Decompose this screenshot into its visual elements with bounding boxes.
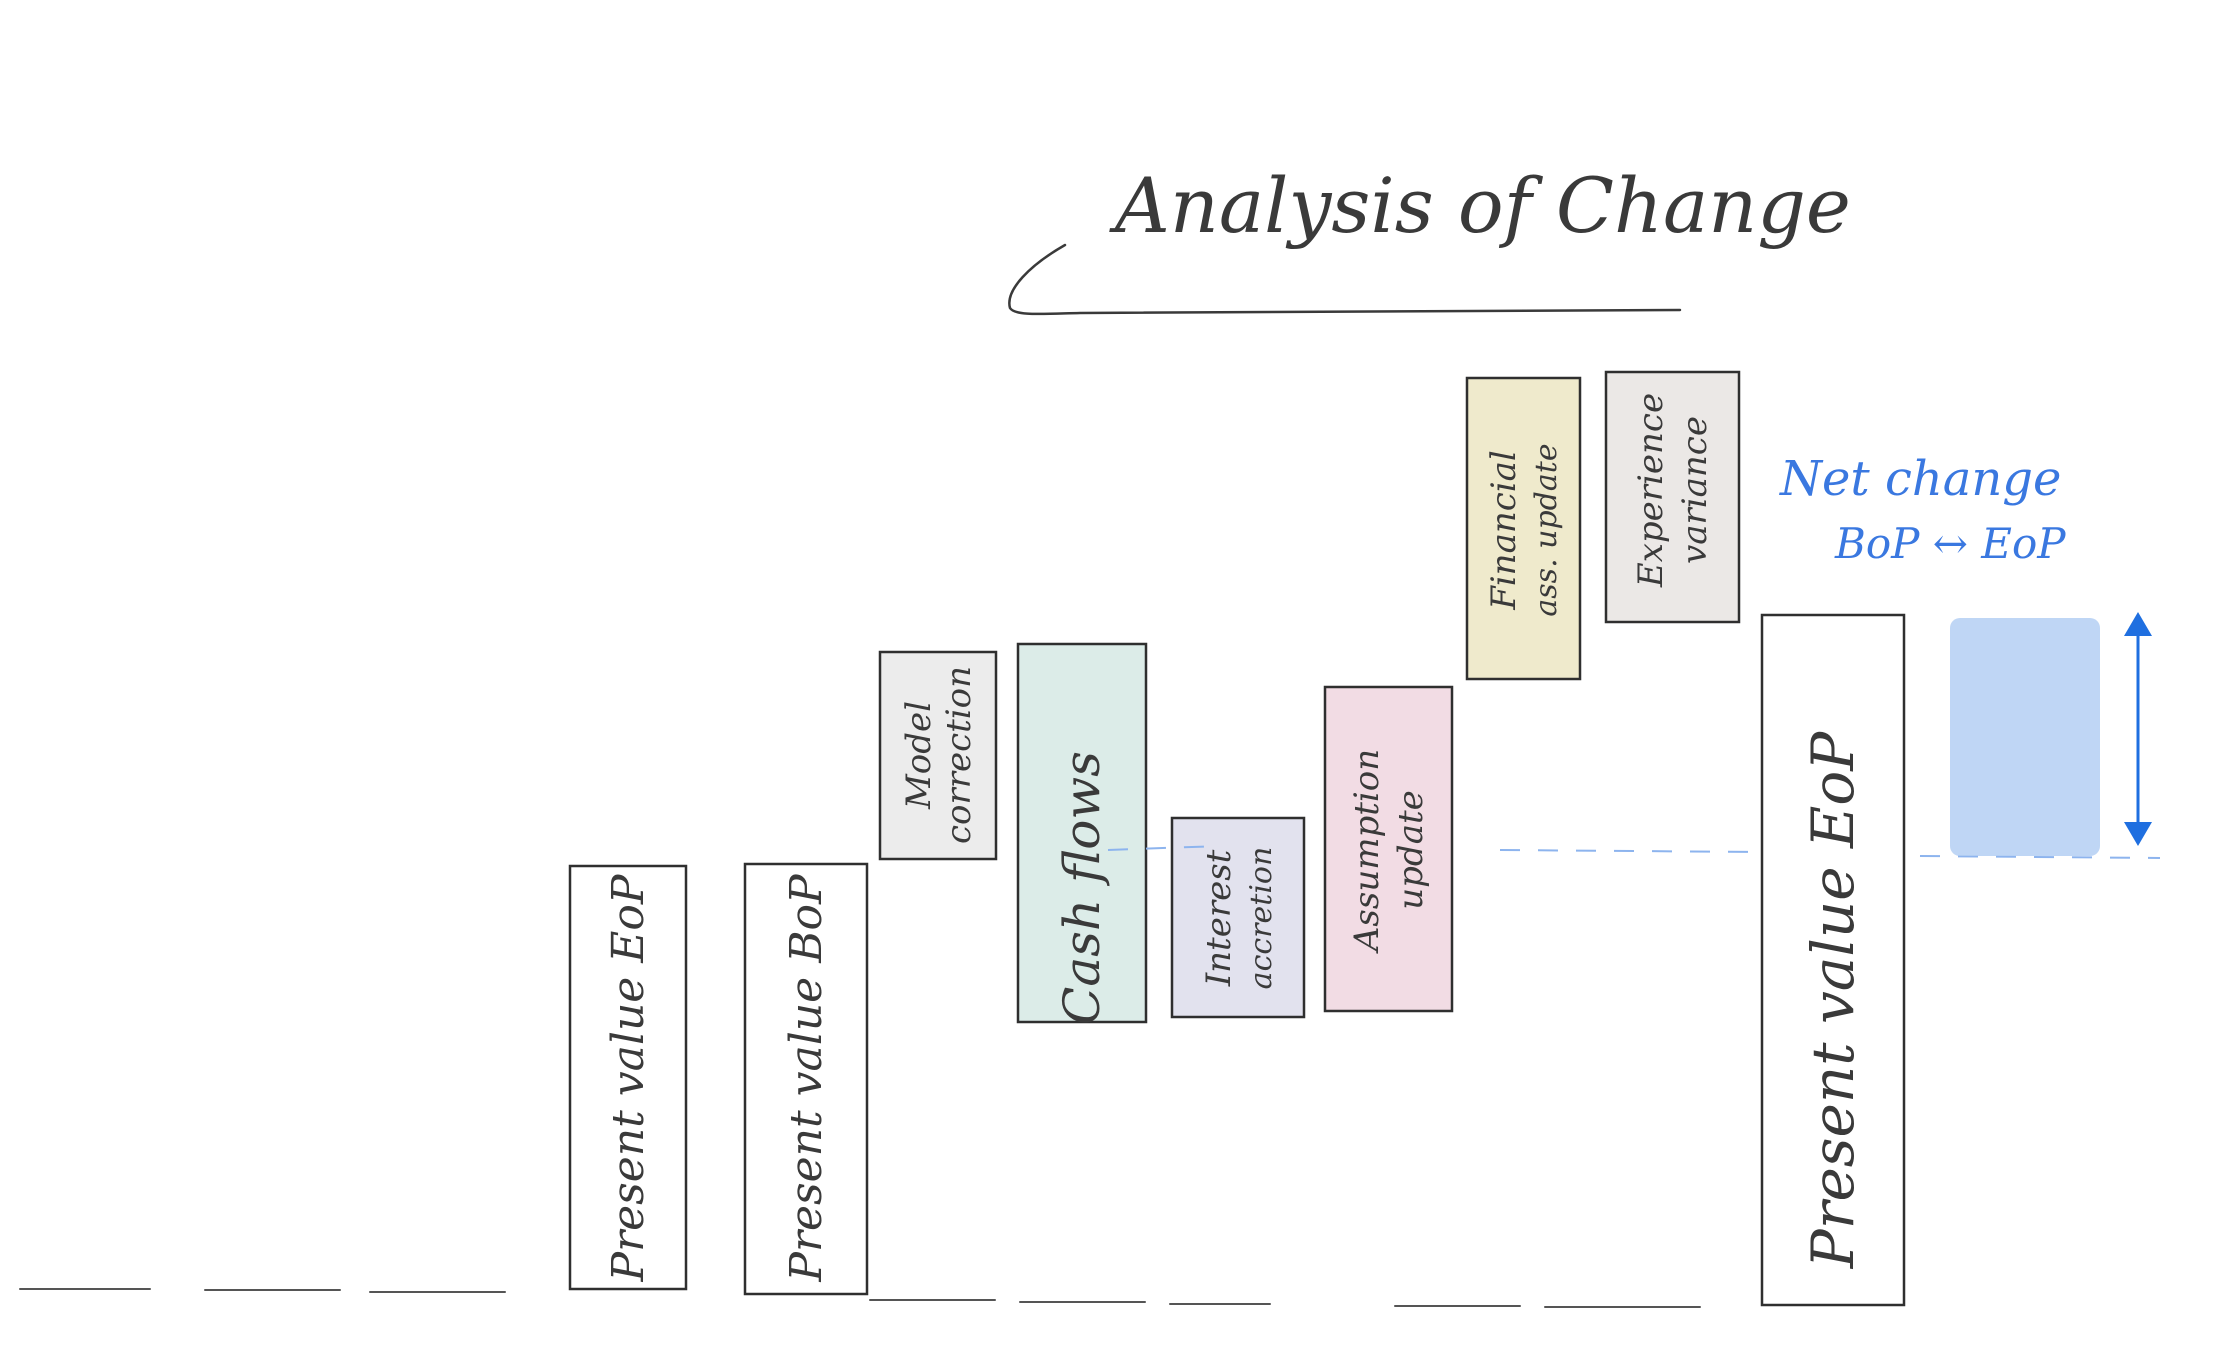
box-label: Present value EoP — [603, 873, 654, 1282]
box-label-line1: Assumption — [1347, 749, 1387, 954]
box-rect — [1016, 642, 1148, 1024]
bop-reference-line — [1107, 845, 2161, 859]
box-rect — [568, 864, 688, 1291]
box-rect — [1465, 376, 1582, 681]
title-group: Analysis of Change — [1008, 161, 1851, 316]
box-label-line1: Interest — [1199, 849, 1239, 987]
box-rect — [1323, 685, 1454, 1013]
box-rect — [1170, 816, 1306, 1019]
box-label-line2: accretion — [1244, 847, 1279, 990]
box-cash-flows: Cash flows — [1016, 642, 1148, 1025]
net-change-shading — [1950, 618, 2100, 856]
net-change-line1: Net change — [1779, 451, 2061, 507]
net-change-indicator — [1950, 612, 2152, 856]
title-underline — [1008, 243, 1682, 316]
box-label: Cash flows — [1053, 751, 1111, 1025]
net-change-line2: BoP ↔ EoP — [1834, 519, 2066, 568]
box-pv-eop-end: Present value EoP — [1760, 613, 1906, 1307]
box-experience-variance: Experience variance — [1604, 370, 1741, 624]
box-label-line2: ass. update — [1529, 443, 1564, 616]
box-label-line2: update — [1391, 790, 1431, 909]
box-label-line1: Financial — [1484, 450, 1524, 611]
box-rect — [743, 862, 869, 1296]
box-label-line2: correction — [939, 666, 979, 844]
net-change-label: Net change BoP ↔ EoP — [1779, 451, 2066, 568]
box-assumption-update: Assumption update — [1323, 685, 1454, 1013]
box-rect — [1760, 613, 1906, 1307]
box-label: Present value BoP — [781, 873, 832, 1283]
box-label-line1: Experience — [1631, 393, 1671, 588]
box-label-line2: variance — [1675, 416, 1715, 564]
box-financial-assumption-update: Financial ass. update — [1465, 376, 1582, 681]
title: Analysis of Change — [1109, 161, 1851, 250]
box-pv-bop: Present value BoP — [743, 862, 869, 1296]
box-label-line1: Model — [899, 701, 939, 810]
box-rect — [878, 650, 998, 861]
box-label: Present value EoP — [1799, 731, 1867, 1270]
box-pv-eop-start: Present value EoP — [568, 864, 688, 1291]
box-model-correction: Model correction — [878, 650, 998, 861]
arrow-up-icon — [2124, 612, 2152, 636]
arrow-down-icon — [2124, 822, 2152, 846]
baseline-dashes — [19, 1288, 1701, 1308]
box-rect — [1604, 370, 1741, 624]
box-interest-accretion: Interest accretion — [1170, 816, 1306, 1019]
